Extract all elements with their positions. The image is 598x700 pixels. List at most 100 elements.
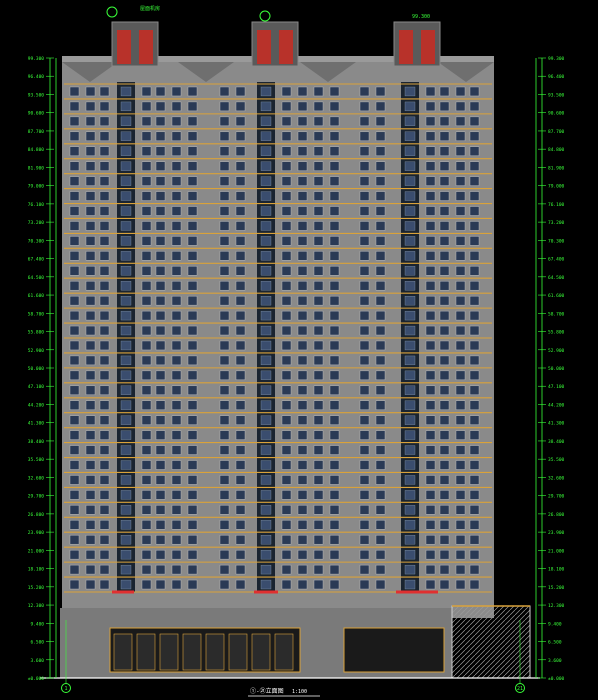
window [99, 579, 110, 590]
window [313, 325, 324, 336]
window [439, 221, 450, 231]
window [439, 116, 450, 127]
window [187, 206, 198, 216]
window [69, 549, 80, 560]
window [219, 146, 230, 156]
window [219, 535, 230, 545]
level-label: 73.200 [548, 220, 565, 226]
core-window [260, 415, 272, 425]
core-window [404, 146, 416, 156]
window [297, 340, 308, 351]
shop-bay [251, 633, 271, 671]
window [187, 370, 198, 381]
core-window [404, 251, 416, 261]
window [171, 236, 182, 246]
window [375, 355, 386, 366]
window [69, 221, 80, 231]
core-window [404, 296, 416, 306]
window [469, 146, 480, 156]
window [141, 400, 152, 410]
window [297, 266, 308, 276]
window [313, 535, 324, 545]
window [281, 310, 292, 321]
window [187, 131, 198, 141]
window [155, 430, 166, 440]
level-label: 50.000 [548, 366, 565, 372]
window [99, 490, 110, 500]
window [313, 340, 324, 351]
window [313, 146, 324, 156]
window [219, 579, 230, 590]
window [141, 251, 152, 261]
window [69, 505, 80, 515]
roof-gable-3 [300, 62, 356, 82]
annex-hatched [451, 605, 531, 679]
window [141, 281, 152, 291]
window [329, 460, 340, 470]
window [141, 415, 152, 425]
window [171, 475, 182, 485]
window [313, 295, 324, 306]
window [85, 146, 96, 156]
window [99, 325, 110, 336]
window [281, 146, 292, 156]
window [439, 415, 450, 425]
window [235, 520, 246, 530]
window [219, 206, 230, 216]
window [469, 176, 480, 186]
window [171, 266, 182, 276]
window [359, 236, 370, 246]
window [297, 101, 308, 112]
window [69, 176, 80, 186]
window [219, 236, 230, 246]
window [85, 116, 96, 127]
core-window [120, 460, 132, 470]
window [281, 251, 292, 261]
window [375, 564, 386, 575]
window [171, 445, 182, 455]
window [219, 549, 230, 560]
window [455, 355, 466, 366]
window [375, 535, 386, 545]
window [359, 520, 370, 530]
window [359, 445, 370, 455]
window [455, 579, 466, 590]
window [171, 251, 182, 261]
window [281, 355, 292, 366]
window [69, 251, 80, 261]
window [359, 221, 370, 231]
level-label: 23.900 [548, 530, 565, 536]
window [69, 355, 80, 366]
window [329, 221, 340, 231]
window [439, 520, 450, 530]
window [439, 490, 450, 500]
core-window [120, 579, 132, 590]
window [425, 355, 436, 366]
window [155, 146, 166, 156]
window [425, 400, 436, 410]
window [297, 251, 308, 261]
core-window [260, 325, 272, 336]
window [375, 146, 386, 156]
window [439, 310, 450, 321]
window [69, 101, 80, 112]
window [469, 520, 480, 530]
window [455, 370, 466, 381]
window [155, 161, 166, 171]
core-window [120, 564, 132, 575]
window [235, 176, 246, 186]
window [313, 221, 324, 231]
window [69, 116, 80, 127]
window [469, 549, 480, 560]
window [85, 221, 96, 231]
window [219, 251, 230, 261]
level-label: 96.400 [548, 74, 565, 80]
window [329, 549, 340, 560]
window [359, 86, 370, 97]
window [69, 310, 80, 321]
level-label: 47.100 [548, 384, 565, 390]
podium-entrance [343, 627, 445, 673]
core-window [260, 310, 272, 321]
window [313, 116, 324, 127]
core-window [404, 116, 416, 126]
